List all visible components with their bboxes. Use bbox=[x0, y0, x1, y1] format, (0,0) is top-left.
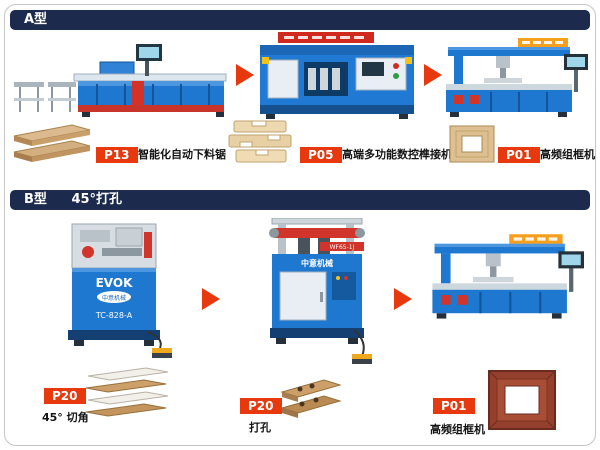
product-description: 高频组框机 bbox=[430, 423, 485, 436]
section-a-title: A型 bbox=[24, 12, 48, 27]
machine-cnc-tenoner-illustration bbox=[260, 32, 414, 119]
product-tag: P20 bbox=[44, 388, 86, 404]
wood-sample-dark-frame-image bbox=[488, 370, 556, 430]
wood-sample-frame-image bbox=[449, 125, 495, 163]
product-description: 高端多功能数控榫接机 bbox=[342, 148, 452, 161]
product-tag: P13 bbox=[96, 147, 138, 163]
product-description: 45° 切角 bbox=[42, 411, 89, 424]
flow-arrow-icon bbox=[424, 64, 442, 86]
product-tag: P05 bbox=[300, 147, 342, 163]
wood-sample-mitered-boards-image bbox=[85, 367, 169, 417]
machine-model-label: WF65-1J bbox=[330, 244, 355, 251]
wood-sample-drilled-boards-image bbox=[280, 379, 342, 418]
machine-hf-frame-assembler-illustration bbox=[432, 234, 584, 319]
page-border bbox=[4, 4, 596, 446]
product-tag: P01 bbox=[433, 398, 475, 414]
wood-sample-tenon-pieces-image bbox=[228, 120, 292, 163]
flow-arrow-icon bbox=[202, 288, 220, 310]
machine-drilling-illustration: WF65-1J 中意机械 bbox=[269, 218, 372, 364]
flow-arrow-icon bbox=[394, 288, 412, 310]
section-b-title: B型 bbox=[24, 192, 47, 207]
machine-model-label: TC-828-A bbox=[95, 311, 133, 320]
product-tag: P20 bbox=[240, 398, 282, 414]
product-description: 打孔 bbox=[249, 421, 271, 434]
flow-arrow-icon bbox=[236, 64, 254, 86]
product-tag: P01 bbox=[498, 147, 540, 163]
wood-sample-boards-image bbox=[13, 124, 91, 162]
section-b-header: B型 45°打孔 bbox=[10, 190, 590, 210]
section-a-header: A型 bbox=[10, 10, 590, 30]
section-b-subtitle: 45°打孔 bbox=[71, 192, 123, 207]
product-description: 高频组框机 bbox=[540, 148, 595, 161]
machine-hf-frame-assembler-illustration bbox=[446, 38, 588, 117]
machine-brand-label: 中意机械 bbox=[301, 258, 333, 268]
machine-brand-label: EVOK bbox=[96, 276, 133, 290]
machine-cutting-saw-illustration bbox=[14, 44, 227, 117]
machine-badge-label: 中意机械 bbox=[102, 294, 126, 302]
machine-corner-cutter-illustration: EVOK 中意机械 TC-828-A bbox=[68, 223, 172, 358]
product-description: 智能化自动下料锯 bbox=[138, 148, 226, 161]
